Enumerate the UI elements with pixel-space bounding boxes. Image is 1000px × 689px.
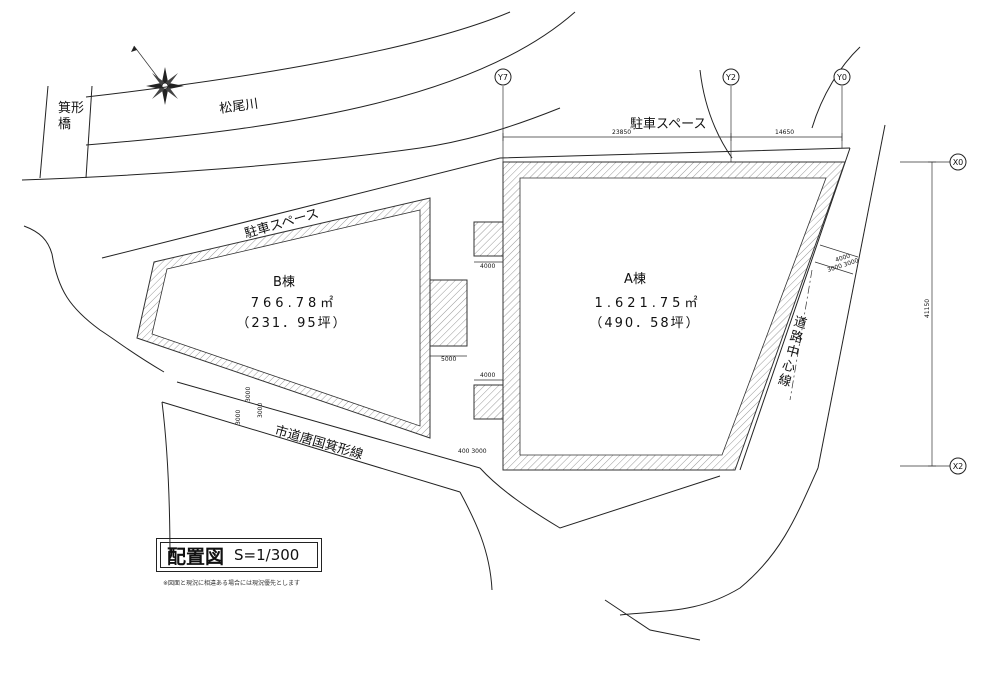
annex-center <box>429 279 468 347</box>
road-label: 市道唐国箕形線 <box>273 422 365 462</box>
svg-text:中: 中 <box>784 343 800 361</box>
dim-road-left-a: 3000 <box>235 410 242 425</box>
dim-road-left-b: 3000 <box>245 387 252 402</box>
boundary-arc <box>699 69 733 159</box>
svg-text:道: 道 <box>792 314 808 332</box>
grid-bubble-y0: Y0 <box>833 68 851 86</box>
building-b-name: B棟 <box>273 275 295 290</box>
road-right <box>604 124 886 641</box>
bridge <box>39 85 93 179</box>
svg-text:線: 線 <box>776 371 793 390</box>
drawing-scale: S=1/300 <box>234 546 300 564</box>
grid-bubble-y7: Y7 <box>494 68 512 86</box>
dimension-top <box>502 133 843 141</box>
building-b <box>136 197 431 439</box>
building-a <box>502 161 846 471</box>
svg-text:Y0: Y0 <box>836 73 847 82</box>
compass-icon <box>131 45 184 105</box>
boundary-arc-right <box>811 46 861 129</box>
dim-annex-bottom: 4000 <box>480 372 495 379</box>
svg-text:Y7: Y7 <box>497 73 508 82</box>
building-b-tsubo: （231．95坪） <box>236 316 347 331</box>
building-a-name: A棟 <box>624 272 646 287</box>
dim-annex-top: 4000 <box>480 263 495 270</box>
svg-text:Y2: Y2 <box>725 73 736 82</box>
river-label: 松尾川 <box>218 97 259 117</box>
bridge-label-1: 箕形橋 <box>58 100 84 132</box>
dim-top-left: 23850 <box>612 129 631 136</box>
site-boundary-north <box>101 147 851 259</box>
grid-bubble-y2: Y2 <box>722 68 740 86</box>
dim-road-left-c: 3000 <box>257 403 264 418</box>
road-lines <box>161 381 721 591</box>
svg-text:X2: X2 <box>953 462 964 471</box>
building-a-area: 1.621.75㎡ <box>595 296 702 311</box>
annex-bottom <box>473 384 504 420</box>
dim-road-right-top: 4000 <box>834 252 851 263</box>
dimension-right <box>928 161 936 467</box>
grid-bubble-x2: X2 <box>949 457 967 475</box>
grid-lines <box>502 86 950 467</box>
grid-bubble-x0: X0 <box>949 153 967 171</box>
building-a-tsubo: （490．58坪） <box>589 316 700 331</box>
svg-text:路: 路 <box>788 328 805 347</box>
svg-text:心: 心 <box>780 358 796 376</box>
annex-top <box>473 221 504 257</box>
dim-corner: 400 3000 <box>458 448 487 455</box>
dim-right-vertical: 41150 <box>924 299 931 318</box>
drawing-title: 配置図 <box>167 545 225 568</box>
dim-annex-mid: 5000 <box>441 356 456 363</box>
title-block-inner: 配置図 S=1/300 <box>160 542 318 568</box>
site-boundary-west <box>23 225 165 373</box>
title-block: 配置図 S=1/300 <box>156 538 322 572</box>
centerline-label: 道 路 中 心 線 <box>776 314 808 390</box>
river <box>21 11 576 181</box>
building-b-area: 766.78㎡ <box>251 296 338 311</box>
svg-text:X0: X0 <box>953 158 964 167</box>
drawing-note: ※図面と現況に相違ある場合には現況優先とします <box>163 580 301 587</box>
parking-top-label: 駐車スペース <box>630 117 706 132</box>
dim-top-right: 14650 <box>775 129 794 136</box>
